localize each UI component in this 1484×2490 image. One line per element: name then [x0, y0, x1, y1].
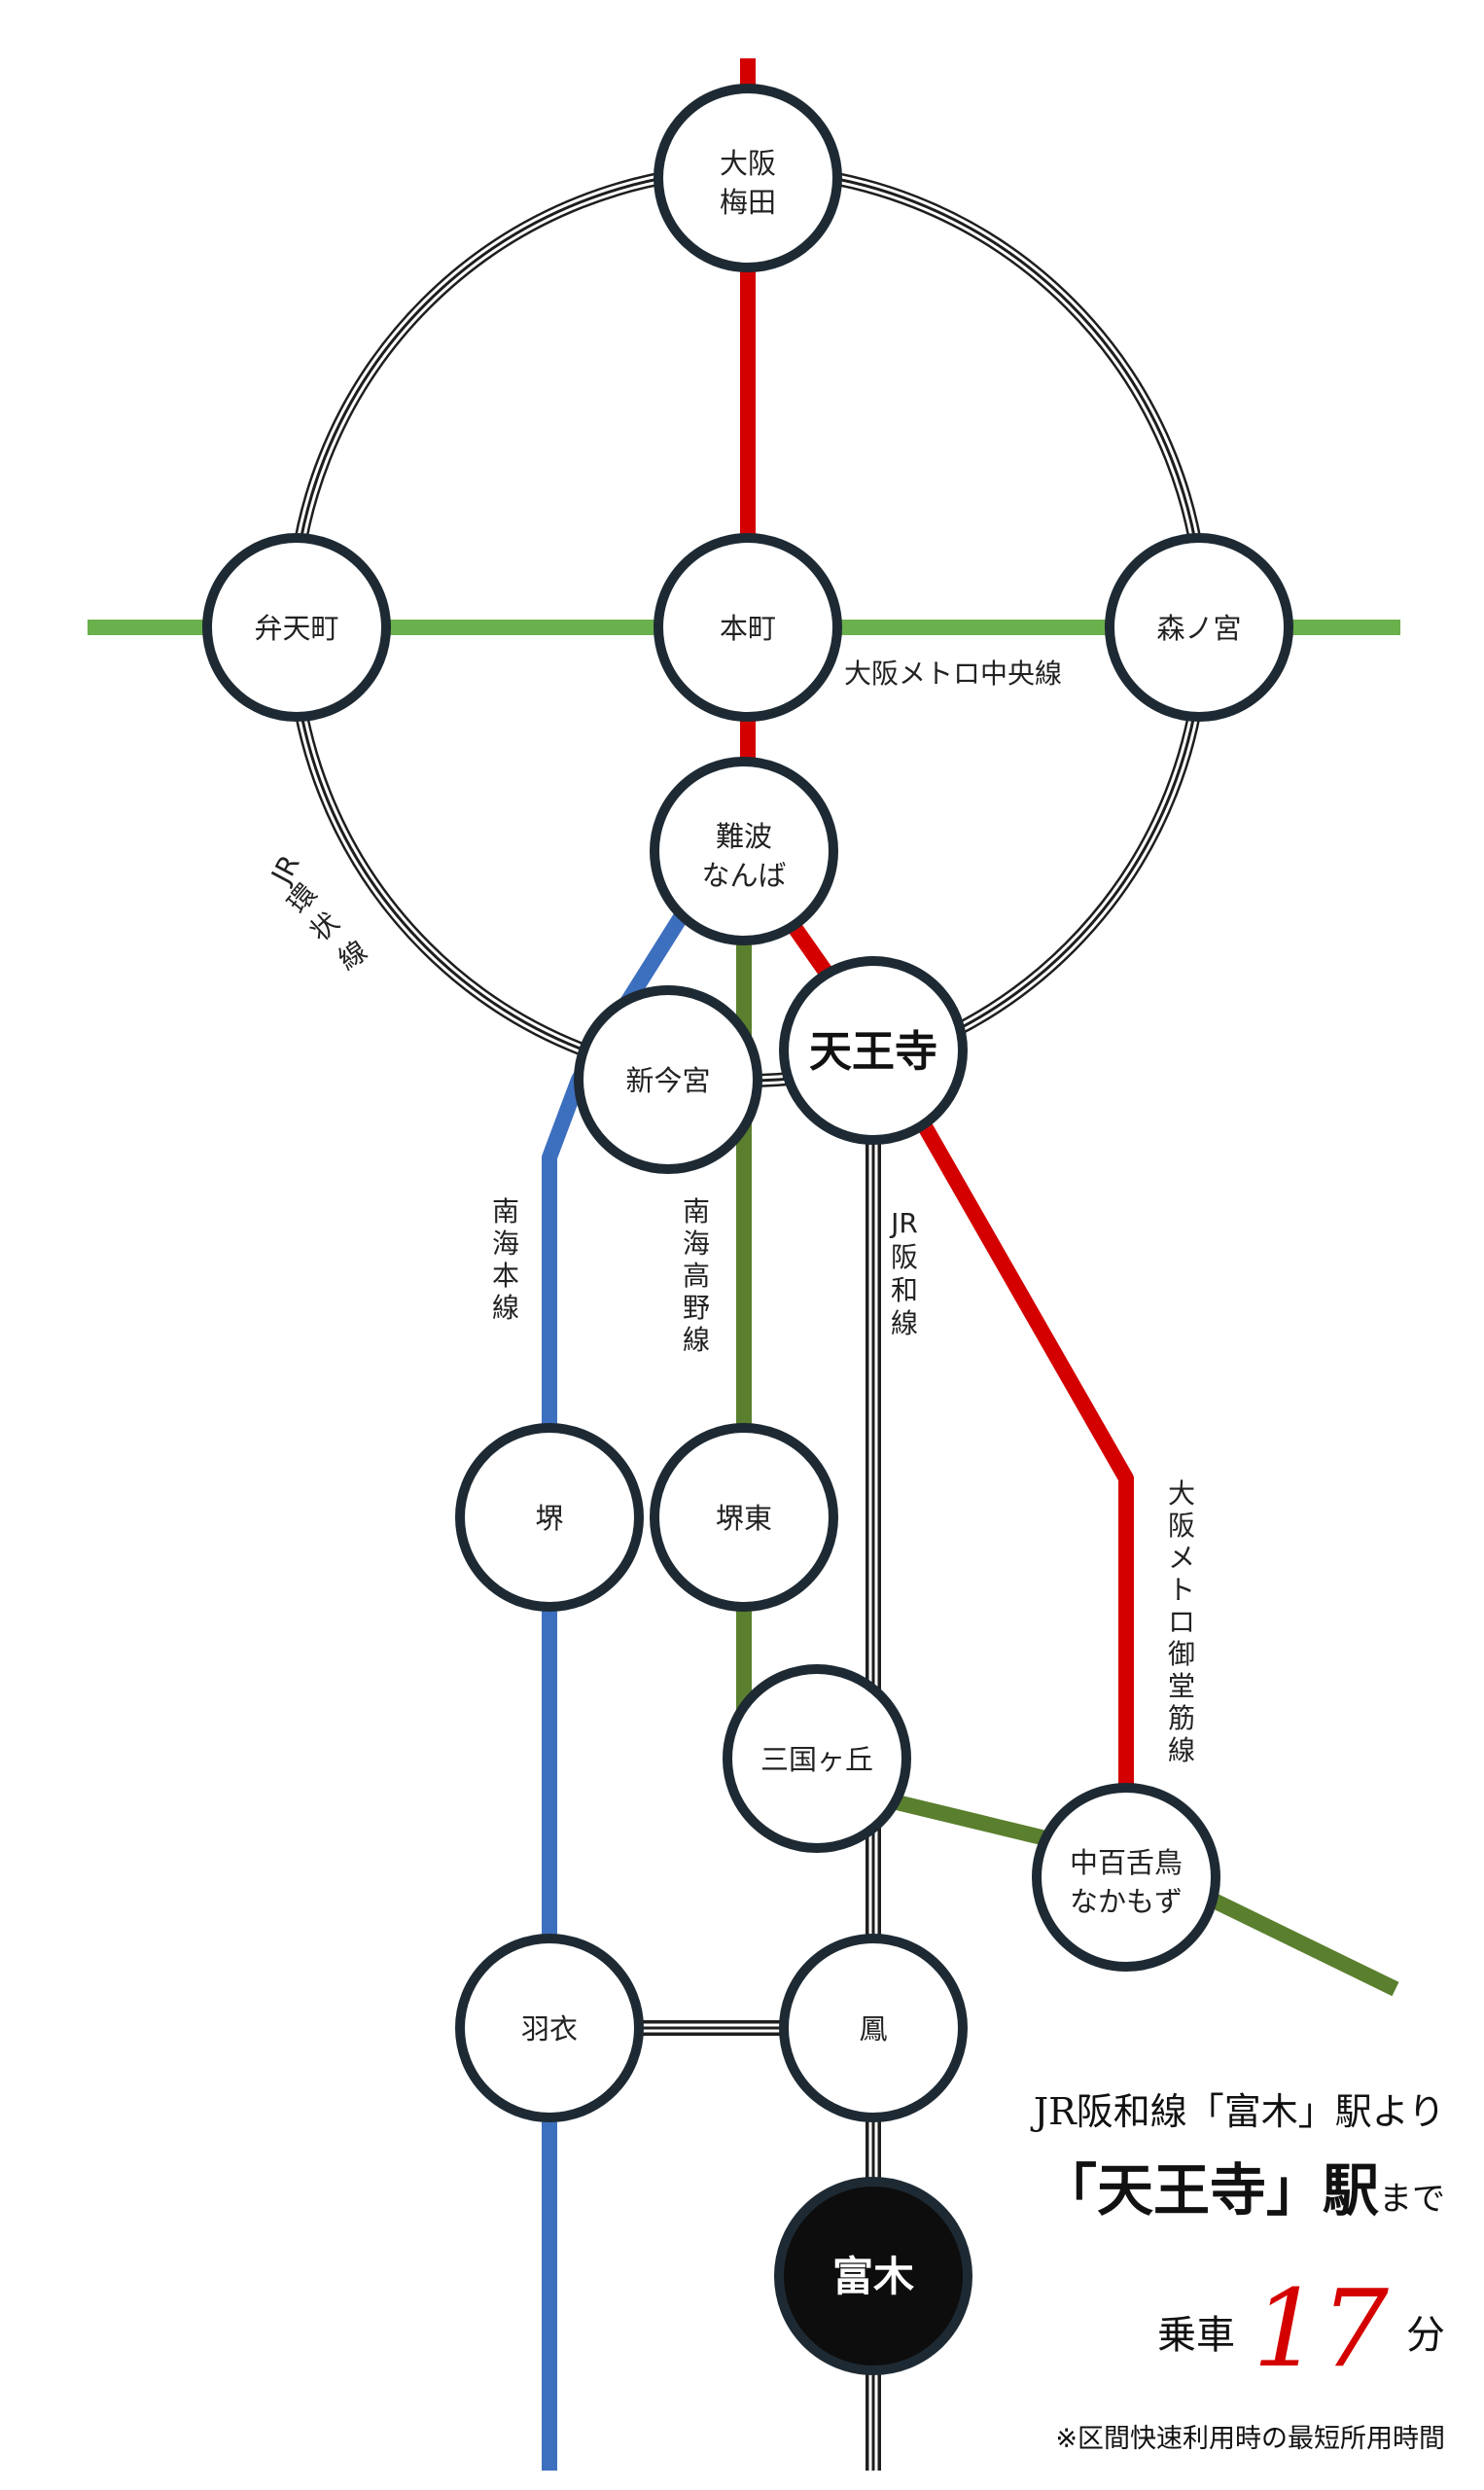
- svg-text:線: 線: [1168, 1734, 1195, 1766]
- svg-text:三国ヶ丘: 三国ヶ丘: [760, 1743, 873, 1776]
- ride-prefix: 乗車: [1157, 2313, 1236, 2358]
- svg-text:新今宮: 新今宮: [625, 1064, 710, 1097]
- station-sakai[interactable]: 堺: [455, 1423, 644, 1612]
- svg-text:和: 和: [891, 1274, 918, 1306]
- nankai-koya-line-label: 南 海 高 野 線: [683, 1195, 710, 1356]
- svg-text:野: 野: [683, 1292, 710, 1324]
- svg-text:御: 御: [1168, 1638, 1195, 1670]
- svg-text:富木: 富木: [832, 2253, 914, 2300]
- svg-text:線: 線: [333, 935, 373, 977]
- station-tennoji[interactable]: 天王寺: [779, 956, 968, 1145]
- svg-text:羽衣: 羽衣: [521, 2012, 578, 2045]
- station-mikunigaoka[interactable]: 三国ヶ丘: [723, 1664, 911, 1853]
- station-shinimamiya[interactable]: 新今宮: [574, 985, 762, 1174]
- svg-text:弁天町: 弁天町: [254, 612, 338, 645]
- station-nakamozu[interactable]: 中百舌鳥 なかもず: [1032, 1783, 1220, 1972]
- svg-text:JR: JR: [889, 1207, 918, 1239]
- station-otori[interactable]: 鳳: [779, 1934, 968, 2122]
- svg-text:筋: 筋: [1168, 1702, 1195, 1734]
- svg-text:堺東: 堺東: [716, 1502, 772, 1535]
- svg-text:難波: 難波: [716, 820, 772, 853]
- svg-text:大: 大: [1168, 1477, 1195, 1510]
- nankai-koya-line: [736, 861, 1399, 1997]
- svg-text:堺: 堺: [535, 1502, 563, 1535]
- station-namba[interactable]: 難波 なんば: [650, 757, 838, 945]
- svg-text:鳳: 鳳: [859, 2012, 887, 2045]
- svg-text:堂: 堂: [1168, 1670, 1195, 1702]
- ride-suffix: 分: [1406, 2313, 1445, 2358]
- svg-text:線: 線: [492, 1292, 519, 1324]
- station-umeda[interactable]: 大阪 梅田: [654, 84, 842, 272]
- destination-suffix: まで: [1379, 2180, 1445, 2219]
- svg-text:線: 線: [683, 1324, 710, 1356]
- nankai-main-line-label: 南 海 本 線: [492, 1195, 519, 1324]
- station-honmachi[interactable]: 本町: [654, 533, 842, 722]
- svg-text:線: 線: [891, 1307, 918, 1339]
- footnote: ※区間快速利用時の最短所用時間: [1055, 2424, 1445, 2454]
- destination-station: 「天王寺」駅: [1040, 2157, 1379, 2223]
- svg-text:梅田: 梅田: [720, 186, 776, 219]
- ride-minutes: 17: [1253, 2266, 1389, 2391]
- svg-text:海: 海: [683, 1227, 710, 1260]
- svg-text:本: 本: [492, 1260, 519, 1292]
- station-sakaihigashi[interactable]: 堺東: [650, 1423, 838, 1612]
- access-from-label: JR阪和線「富木」駅より: [1033, 2090, 1445, 2133]
- station-tomiki[interactable]: 富木: [774, 2177, 972, 2375]
- svg-text:森ノ宮: 森ノ宮: [1156, 612, 1241, 645]
- station-morinomiya[interactable]: 森ノ宮: [1105, 533, 1293, 722]
- svg-text:南: 南: [683, 1195, 710, 1227]
- svg-text:なかもず: なかもず: [1070, 1885, 1183, 1918]
- svg-text:中百舌鳥: 中百舌鳥: [1070, 1846, 1183, 1879]
- svg-text:阪: 阪: [891, 1241, 918, 1273]
- station-hagoromo[interactable]: 羽衣: [455, 1934, 644, 2122]
- ride-time: 乗車 17 分: [1157, 2266, 1445, 2391]
- svg-text:メ: メ: [1168, 1542, 1195, 1574]
- svg-text:ト: ト: [1168, 1574, 1195, 1606]
- svg-text:南: 南: [492, 1195, 519, 1227]
- station-bentencho[interactable]: 弁天町: [202, 533, 391, 722]
- svg-text:高: 高: [683, 1260, 710, 1292]
- chuo-line-label: 大阪メトロ中央線: [844, 658, 1062, 690]
- hanwa-line-label: JR 阪 和 線: [889, 1207, 918, 1339]
- svg-text:ロ: ロ: [1168, 1606, 1195, 1638]
- midosuji-line-label: 大 阪 メ ト ロ 御 堂 筋 線: [1168, 1477, 1195, 1766]
- svg-text:阪: 阪: [1168, 1510, 1195, 1542]
- svg-text:なんば: なんば: [701, 859, 786, 892]
- destination-label: 「天王寺」駅まで: [1041, 2145, 1445, 2226]
- svg-text:天王寺: 天王寺: [809, 1027, 937, 1077]
- svg-text:海: 海: [492, 1227, 519, 1260]
- svg-text:本町: 本町: [720, 612, 776, 645]
- svg-text:大阪: 大阪: [720, 147, 776, 180]
